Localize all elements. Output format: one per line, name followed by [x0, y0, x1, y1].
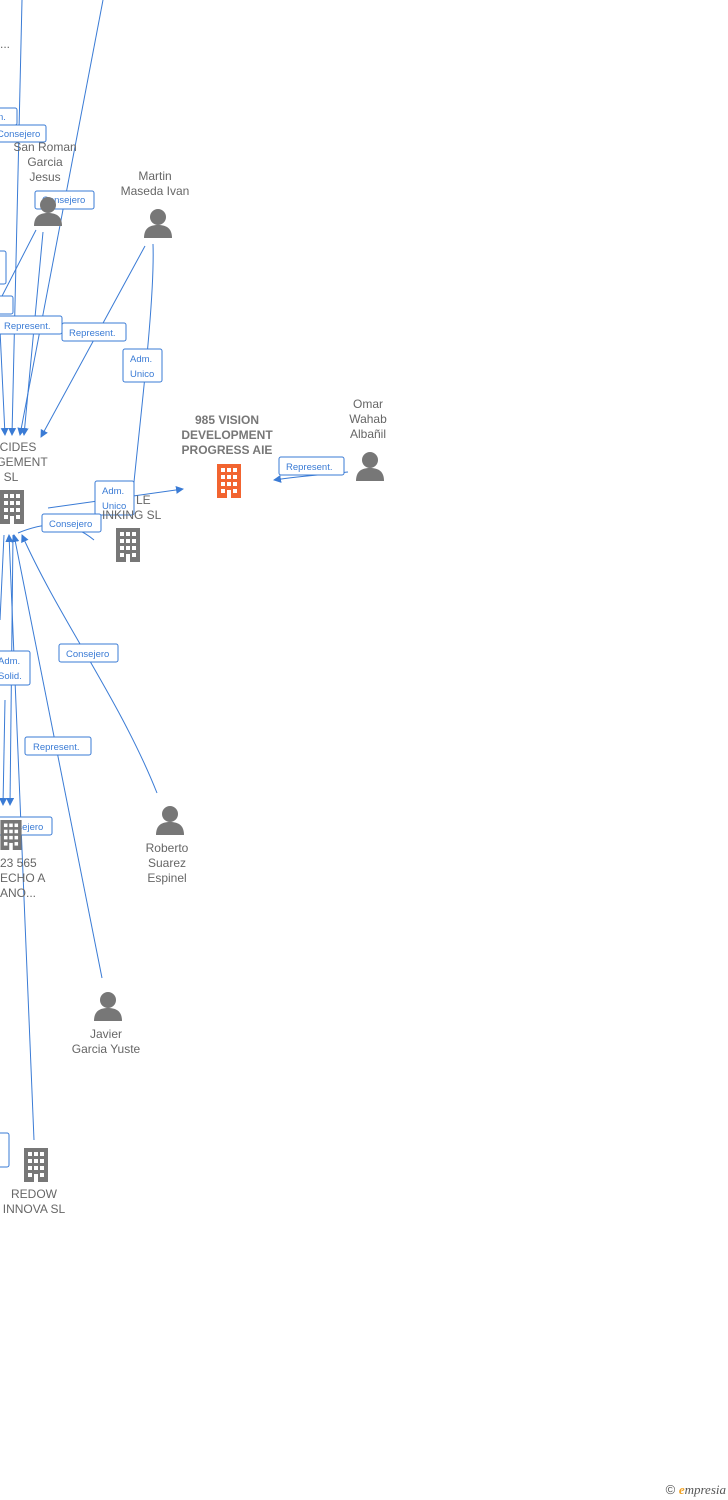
badge-represent-4: Represent.: [24, 736, 92, 756]
node-roberto[interactable]: Roberto Suarez Espinel: [146, 806, 189, 885]
badge-adm-solid: Adm. Solid.: [0, 650, 31, 686]
node-omar[interactable]: Omar Wahab Albañil: [349, 397, 387, 481]
svg-text:Consejero: Consejero: [66, 649, 109, 660]
svg-text:Represent.: Represent.: [69, 328, 115, 339]
svg-text:Consejero: Consejero: [0, 822, 43, 833]
node-martin[interactable]: Martin Maseda Ivan: [121, 169, 190, 238]
svg-text:Adm.: Adm.: [130, 354, 152, 365]
node-23565-label-2: ECHO A: [0, 871, 45, 885]
node-san-roman-label-3: Jesus: [29, 170, 60, 184]
node-martin-label-1: Martin: [138, 169, 171, 183]
building-icon: [24, 1148, 48, 1182]
brand-logo: empresia: [678, 1482, 726, 1497]
svg-text:Solid.: Solid.: [0, 671, 22, 682]
badge-consejero-1: Consejero: [0, 124, 47, 143]
edge-badges: n. Consejero Consejero Represent. Repres…: [0, 107, 345, 1168]
svg-text:Represent.: Represent.: [286, 462, 332, 473]
svg-text:Unico: Unico: [102, 501, 126, 512]
badge-left-fragment-1: [0, 250, 7, 285]
node-roberto-label-3: Espinel: [147, 871, 186, 885]
badge-consejero-3: Consejero: [41, 513, 102, 533]
svg-text:Represent.: Represent.: [33, 742, 79, 753]
svg-text:Adm.: Adm.: [102, 486, 124, 497]
person-icon: [94, 992, 122, 1021]
edge-cecides-23565-c: [0, 699, 8, 806]
node-focus-label-2: DEVELOPMENT: [181, 428, 273, 442]
building-icon: [116, 528, 140, 562]
node-redow-label-2: INNOVA SL: [3, 1202, 66, 1216]
node-focus-label-1: 985 VISION: [195, 413, 259, 427]
node-focus-company[interactable]: 985 VISION DEVELOPMENT PROGRESS AIE: [181, 413, 273, 498]
badge-left-fragment-2: [0, 295, 14, 315]
badge-represent-2: Represent.: [61, 322, 127, 342]
node-redow[interactable]: REDOW INNOVA SL: [3, 1148, 66, 1216]
nodes: ... San Roman Garcia Jesus Martin Maseda…: [0, 37, 387, 1216]
copyright-symbol: ©: [665, 1482, 676, 1497]
node-le-thinking-label-1: LE: [136, 493, 151, 507]
person-icon: [156, 806, 184, 835]
edge-top-to-cecides-a: [8, 0, 23, 436]
node-top-fragment-label: ...: [0, 37, 10, 51]
node-cecides-label-2: AGEMENT: [0, 455, 48, 469]
node-cecides[interactable]: ECIDES AGEMENT SL: [0, 440, 48, 524]
node-cecides-label-1: ECIDES: [0, 440, 36, 454]
node-23565-label-1: 23 565: [0, 856, 37, 870]
node-javier-label-1: Javier: [90, 1027, 122, 1041]
building-icon: [217, 464, 241, 498]
badge-adm-fragment: n.: [0, 107, 18, 126]
node-23565[interactable]: 23 565 ECHO A ANO...: [0, 820, 45, 900]
node-javier[interactable]: Javier Garcia Yuste: [72, 992, 141, 1056]
badge-consejero-4: Consejero: [58, 643, 119, 663]
badge-left-fragment-3: [0, 1132, 10, 1168]
badge-represent-1: Represent.: [0, 315, 63, 335]
svg-text:Adm.: Adm.: [0, 656, 20, 667]
node-san-roman-label-2: Garcia: [27, 155, 63, 169]
svg-text:n.: n.: [0, 112, 6, 123]
node-roberto-label-1: Roberto: [146, 841, 189, 855]
node-focus-label-3: PROGRESS AIE: [182, 443, 273, 457]
node-roberto-label-2: Suarez: [148, 856, 186, 870]
node-cecides-label-3: SL: [4, 470, 19, 484]
svg-text:Consejero: Consejero: [0, 129, 40, 140]
badge-represent-3: Represent.: [278, 456, 345, 476]
node-omar-label-1: Omar: [353, 397, 383, 411]
node-omar-label-2: Wahab: [349, 412, 387, 426]
node-javier-label-2: Garcia Yuste: [72, 1042, 141, 1056]
svg-text:Unico: Unico: [130, 369, 154, 380]
person-icon: [144, 209, 172, 238]
node-23565-label-3: ANO...: [0, 886, 36, 900]
badge-adm-unico-2: Adm. Unico: [94, 480, 135, 516]
person-icon: [356, 452, 384, 481]
svg-text:Represent.: Represent.: [4, 321, 50, 332]
edge-top-to-cecides-b: [17, 0, 104, 436]
edge-left-cecides: [0, 329, 9, 436]
building-icon: [0, 490, 24, 524]
edge-sanroman-cecides-a: [0, 229, 37, 301]
edge-javier-cecides: [11, 534, 103, 979]
badge-adm-unico-1: Adm. Unico: [122, 348, 163, 383]
node-le-thinking[interactable]: LE INKING SL: [102, 493, 162, 562]
node-san-roman-label-1: San Roman: [13, 140, 76, 154]
edge-cecides-23565-a: [0, 534, 5, 621]
svg-text:Consejero: Consejero: [42, 195, 85, 206]
node-san-roman[interactable]: San Roman Garcia Jesus: [13, 140, 77, 226]
footer-brand: © empresia: [666, 1482, 726, 1498]
node-omar-label-3: Albañil: [350, 427, 386, 441]
svg-text:Consejero: Consejero: [49, 519, 92, 530]
node-martin-label-2: Maseda Ivan: [121, 184, 190, 198]
building-icon: [0, 820, 22, 850]
node-le-thinking-label-2: INKING SL: [102, 508, 162, 522]
node-redow-label-1: REDOW: [11, 1187, 58, 1201]
